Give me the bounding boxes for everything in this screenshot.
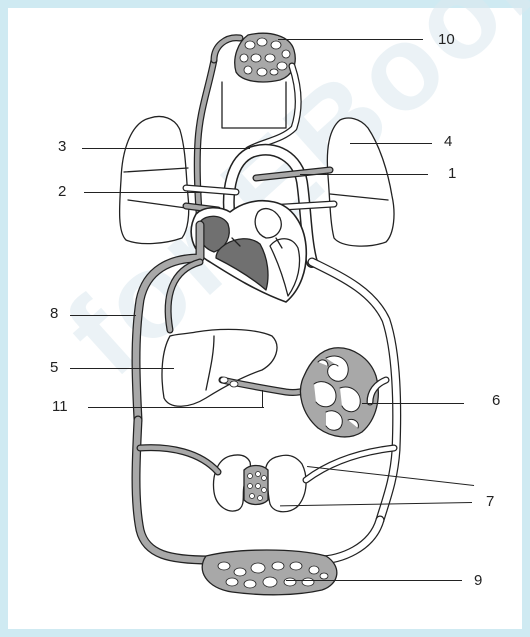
label-3: 3 bbox=[58, 139, 66, 155]
label-10: 10 bbox=[438, 32, 455, 48]
leader-line-1 bbox=[300, 174, 428, 175]
label-4: 4 bbox=[444, 134, 452, 150]
label-8: 8 bbox=[50, 306, 58, 322]
leader-line-9 bbox=[286, 580, 462, 581]
right-lung bbox=[327, 118, 394, 246]
head-neck-rect bbox=[222, 82, 286, 128]
label-5: 5 bbox=[50, 360, 58, 376]
label-6: 6 bbox=[492, 393, 500, 409]
liver bbox=[162, 329, 277, 406]
leader-line-3 bbox=[82, 148, 250, 149]
leader-line-6 bbox=[362, 403, 464, 404]
label-9: 9 bbox=[474, 573, 482, 589]
leader-line-4 bbox=[350, 143, 432, 144]
leader-line-2 bbox=[84, 192, 202, 193]
leader-line-11 bbox=[88, 407, 264, 408]
leader-line-8 bbox=[70, 315, 136, 316]
renal-vein-fill bbox=[140, 448, 218, 472]
leader-line-5 bbox=[70, 368, 174, 369]
leader-line-10 bbox=[278, 39, 423, 40]
kidney-right bbox=[266, 455, 307, 511]
label-2: 2 bbox=[58, 184, 66, 200]
label-7: 7 bbox=[486, 494, 494, 510]
left-lung bbox=[120, 117, 189, 244]
descending-aorta-lower-fill bbox=[320, 520, 380, 560]
inferior-vena-cava-fill bbox=[136, 420, 210, 560]
leader-line-11-tick bbox=[262, 390, 263, 408]
label-11: 11 bbox=[52, 399, 68, 415]
label-1: 1 bbox=[448, 166, 456, 182]
